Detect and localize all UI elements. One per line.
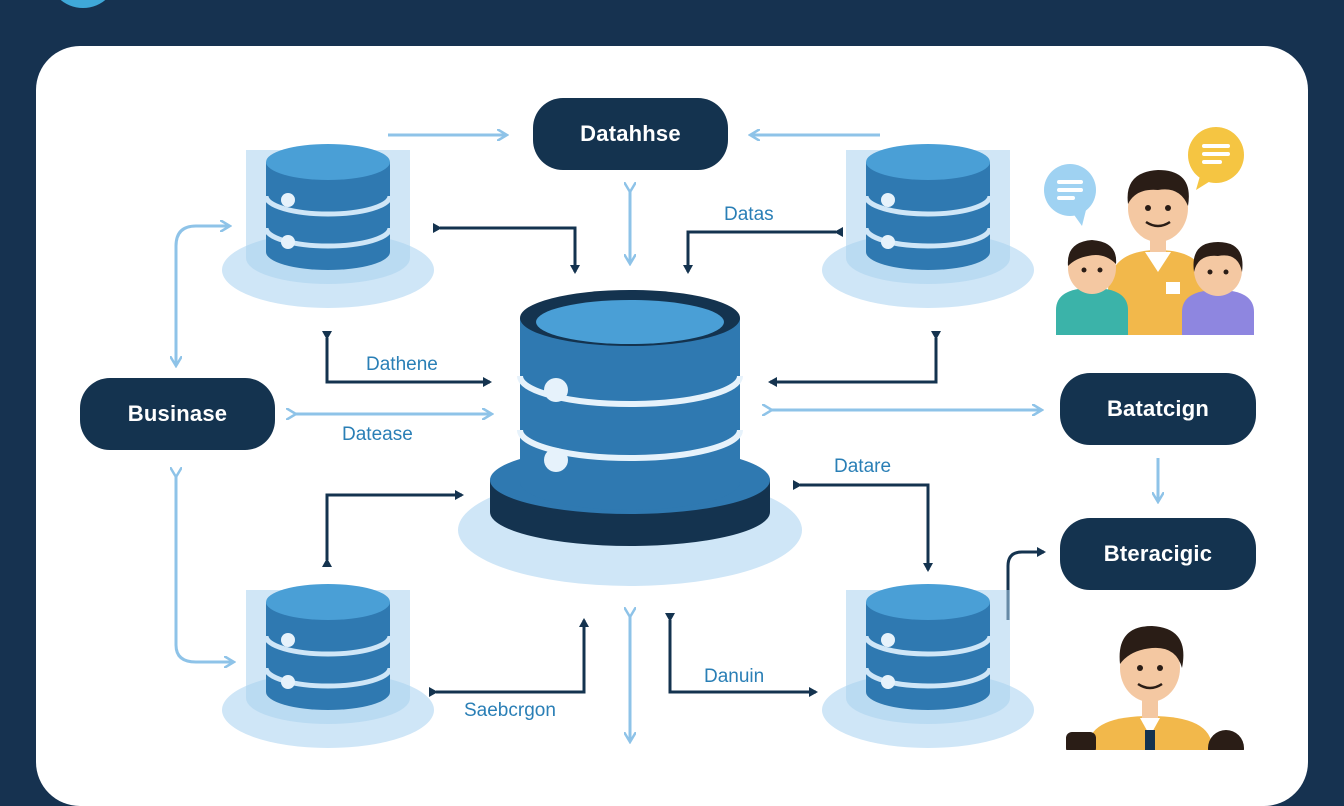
node-right-lower: Bteracigic	[1060, 518, 1256, 590]
person-icon	[1066, 626, 1244, 750]
database-icon	[222, 144, 434, 308]
chat-bubble-icon	[1188, 127, 1244, 190]
database-icon	[822, 584, 1034, 748]
database-icon	[822, 144, 1034, 308]
logo-icon	[48, 0, 118, 8]
chat-bubble-icon	[1044, 164, 1096, 226]
database-icon	[222, 584, 434, 748]
node-right-upper: Batatcign	[1060, 373, 1256, 445]
people-group-icon	[1056, 170, 1254, 335]
edge-label-center-right: Datare	[834, 456, 892, 477]
edge-label-bottom-right: Danuin	[704, 666, 765, 687]
edge-label-top-right: Datas	[724, 204, 774, 225]
node-top-center: Datahhse	[533, 98, 728, 170]
dark-connectors	[322, 223, 1046, 697]
database-network-diagram	[0, 127, 1254, 750]
edge-label-center-left-lower: Datease	[342, 424, 413, 445]
node-left-middle: Businase	[80, 378, 275, 450]
diagram-stage: Datahhse Businase Batatcign Bteracigic D…	[0, 0, 1308, 806]
central-database-icon	[458, 290, 802, 586]
edge-label-bottom-left: Saebcrgon	[464, 700, 556, 721]
light-connectors	[176, 135, 1158, 740]
edge-label-center-left-upper: Dathene	[366, 354, 438, 375]
